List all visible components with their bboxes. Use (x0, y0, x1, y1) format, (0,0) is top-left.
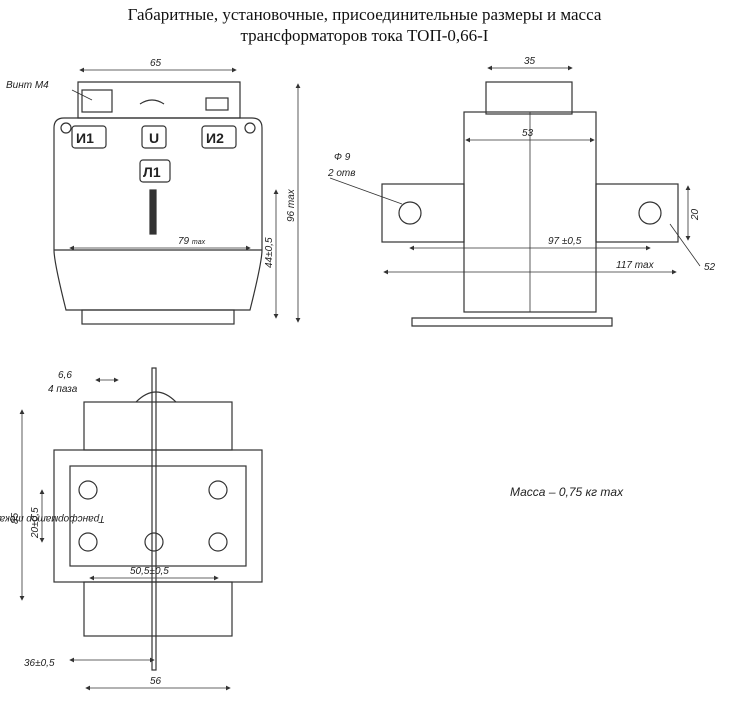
terminal-box-i2 (201, 125, 237, 149)
label-dim-79: 79 max (178, 236, 206, 247)
hole-left (398, 201, 422, 225)
label-dim-85: 85 (10, 512, 21, 524)
busbar-left (381, 183, 465, 243)
label-dim-50-5: 50,5±0,5 (130, 566, 169, 577)
label-u: U (149, 130, 159, 146)
label-dim-44: 44±0,5 (264, 237, 275, 268)
title-line-2: трансформаторов тока ТОП-0,66-I (240, 26, 489, 45)
label-dim-65: 65 (150, 58, 162, 69)
terminal-box-l1 (139, 159, 171, 183)
label-dim-96: 96 max (286, 188, 297, 222)
front-view (53, 67, 301, 325)
label-screw: Винт М4 (6, 80, 49, 91)
label-i1: И1 (76, 130, 94, 146)
label-dim-79-suffix: max (192, 239, 206, 246)
label-l1: Л1 (143, 164, 161, 180)
screw-top-right (208, 480, 228, 500)
side-view (329, 65, 701, 327)
front-top-slot (205, 97, 229, 111)
bottom-inner-panel (69, 465, 247, 567)
hole-right (638, 201, 662, 225)
label-dim-52: 52 (704, 262, 716, 273)
screw-top-left (78, 480, 98, 500)
label-i2: И2 (206, 130, 224, 146)
label-dim-79-value: 79 (178, 236, 190, 247)
bottom-top-block (83, 401, 233, 451)
side-base (411, 317, 613, 327)
label-plate-text: Трансформатор тока (0, 513, 105, 525)
front-top-notch (139, 99, 165, 105)
front-view-labels: 65 Винт М4 И1 U И2 Л1 79 max 44±0,5 96 m… (6, 58, 297, 268)
screw-bottom-mid (144, 532, 164, 552)
screw-bottom-right (208, 532, 228, 552)
label-hole-count: 2 отв (327, 168, 355, 179)
drawing-title: Габаритные, установочные, присоединитель… (0, 4, 729, 46)
front-body (53, 117, 263, 311)
bottom-view-labels: 6,6 4 паза 85 20±0,5 50,5±0,5 36±0,5 56 … (0, 370, 169, 687)
mass-note: Масса – 0,75 кг max (510, 485, 624, 499)
bottom-clip (135, 391, 177, 403)
screw-housing (81, 89, 113, 113)
label-hole-dia: Ф 9 (334, 152, 351, 163)
bottom-busbar-slot (151, 367, 157, 671)
side-top-block (485, 81, 573, 115)
label-dim-35: 35 (524, 56, 536, 67)
label-dim-56: 56 (150, 676, 162, 687)
label-dim-117: 117 max (616, 260, 655, 271)
label-dim-97: 97 ±0,5 (548, 236, 582, 247)
bottom-lower-block (83, 581, 233, 637)
corner-screw-right (244, 122, 256, 134)
front-base (81, 309, 235, 325)
label-dim-53: 53 (522, 128, 534, 139)
label-dim-20-05: 20±0,5 (30, 507, 41, 539)
hole-leader (329, 177, 403, 205)
label-slot-count: 4 паза (48, 384, 78, 395)
screw-leader (71, 89, 93, 101)
radius-leader (669, 223, 701, 267)
busbar-slot (149, 189, 157, 235)
corner-screw-left (60, 122, 72, 134)
bottom-view (19, 367, 263, 691)
label-dim-6-6: 6,6 (58, 370, 72, 381)
side-view-labels: 35 53 Ф 9 2 отв 97 ±0,5 117 max 20 52 (327, 56, 716, 273)
terminal-box-i1 (71, 125, 107, 149)
screw-bottom-left (78, 532, 98, 552)
label-dim-20: 20 (690, 208, 701, 221)
label-dim-36: 36±0,5 (24, 658, 55, 669)
busbar-right (595, 183, 679, 243)
terminal-box-u (141, 125, 167, 149)
title-line-1: Габаритные, установочные, присоединитель… (127, 5, 602, 24)
